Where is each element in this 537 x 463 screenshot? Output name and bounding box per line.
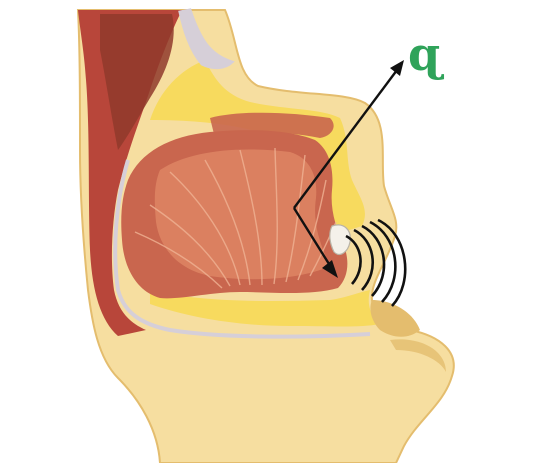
pharynx-wall (78, 10, 182, 336)
upper-fat-tissue (150, 60, 365, 236)
chin-shadow (390, 339, 446, 372)
mucosa-lining (178, 8, 235, 70)
palate-muscle (210, 112, 334, 138)
lower-lip (370, 300, 420, 337)
tongue-highlight (154, 149, 330, 280)
double-headed-arrow (292, 65, 401, 273)
arrowhead-upper (390, 60, 404, 76)
sound-waves (345, 218, 407, 307)
pharynx-lining (113, 159, 371, 339)
teeth (329, 224, 351, 255)
muscle-fibers (134, 147, 337, 289)
arrowhead-lower (322, 260, 338, 278)
soft-palate (100, 14, 174, 150)
annotation-glyph: ɋ (408, 27, 445, 81)
lower-fat-tissue (150, 290, 380, 327)
